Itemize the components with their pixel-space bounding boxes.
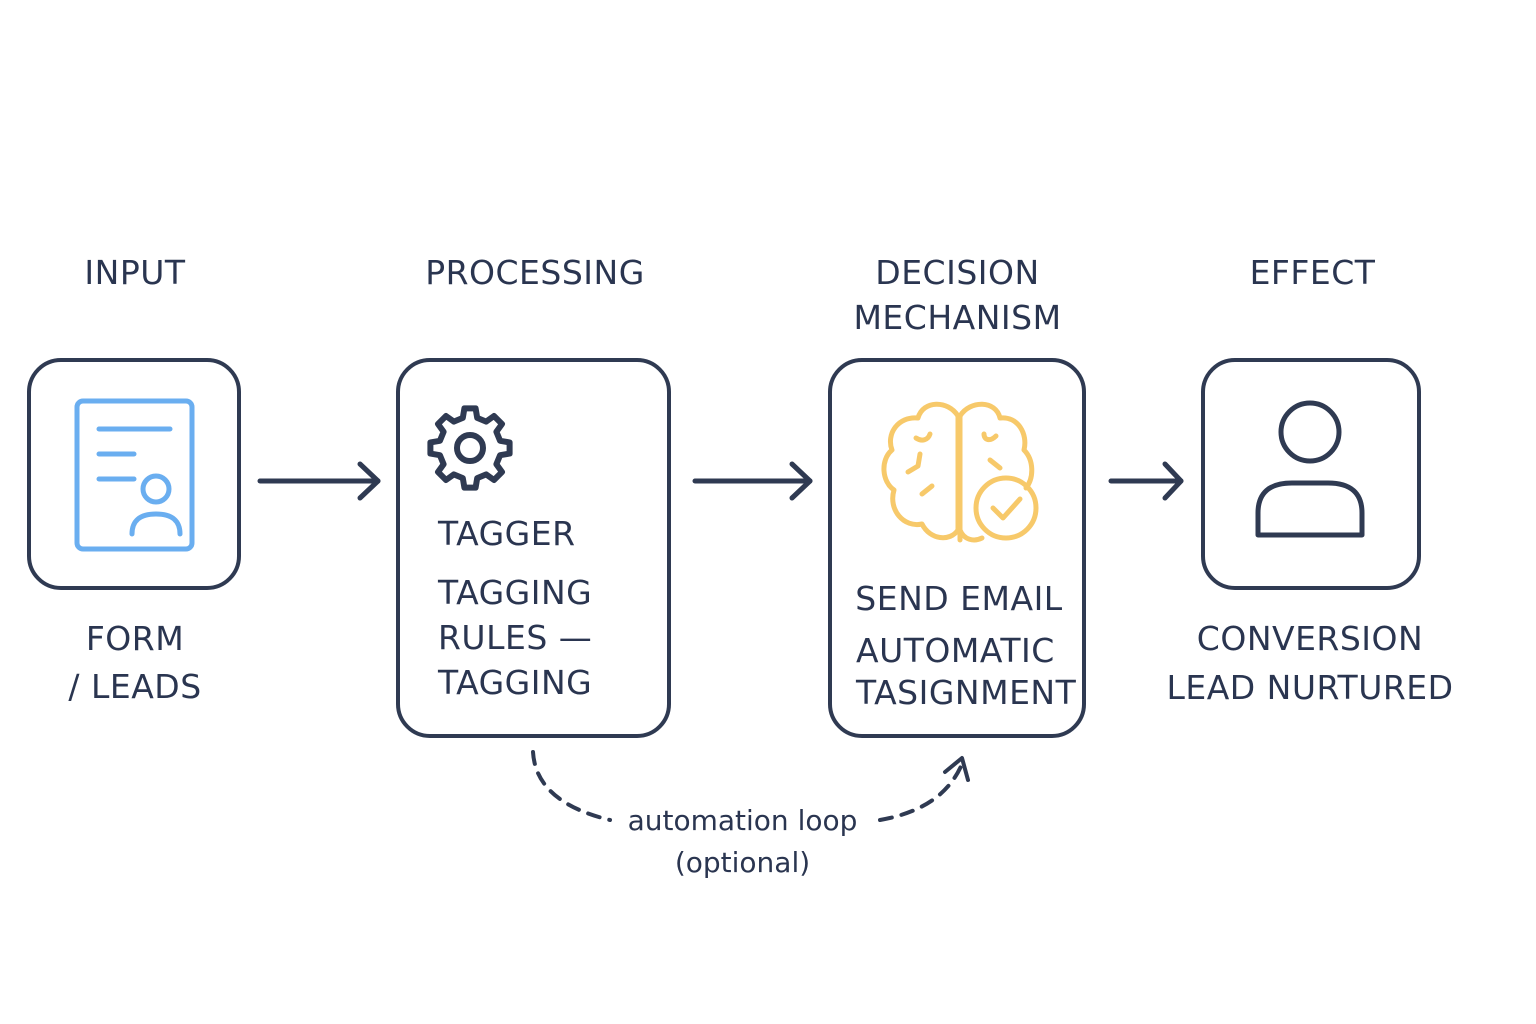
stage-heading-input: INPUT <box>84 253 186 292</box>
user-icon <box>1255 400 1365 538</box>
effect-box <box>1201 358 1421 590</box>
decision-label: AUTOMATIC TASIGNMENT <box>856 631 1077 712</box>
arrow-decision-effect <box>1108 461 1184 501</box>
loop-arrow-left <box>531 750 612 822</box>
processing-title: TAGGER <box>438 514 576 553</box>
processing-label: TAGGING RULES — TAGGING <box>438 573 593 702</box>
loop-arrow-right <box>878 762 964 822</box>
arrow-input-processing <box>257 461 381 501</box>
loop-caption: automation loop (optional) <box>627 804 858 879</box>
stage-heading-effect: EFFECT <box>1249 253 1376 292</box>
decision-title: SEND EMAIL <box>855 579 1063 618</box>
brain-check-icon <box>881 401 1039 543</box>
stage-heading-decision: DECISION MECHANISM <box>853 253 1062 337</box>
effect-title: CONVERSION <box>1196 619 1424 658</box>
effect-label: LEAD NURTURED <box>1166 668 1454 707</box>
gear-icon <box>427 405 513 491</box>
loop-arrowhead <box>943 756 970 782</box>
input-label: FORM / LEADS <box>68 619 202 706</box>
arrow-processing-decision <box>692 461 813 501</box>
form-document-icon <box>74 398 195 552</box>
stage-heading-processing: PROCESSING <box>425 253 645 292</box>
